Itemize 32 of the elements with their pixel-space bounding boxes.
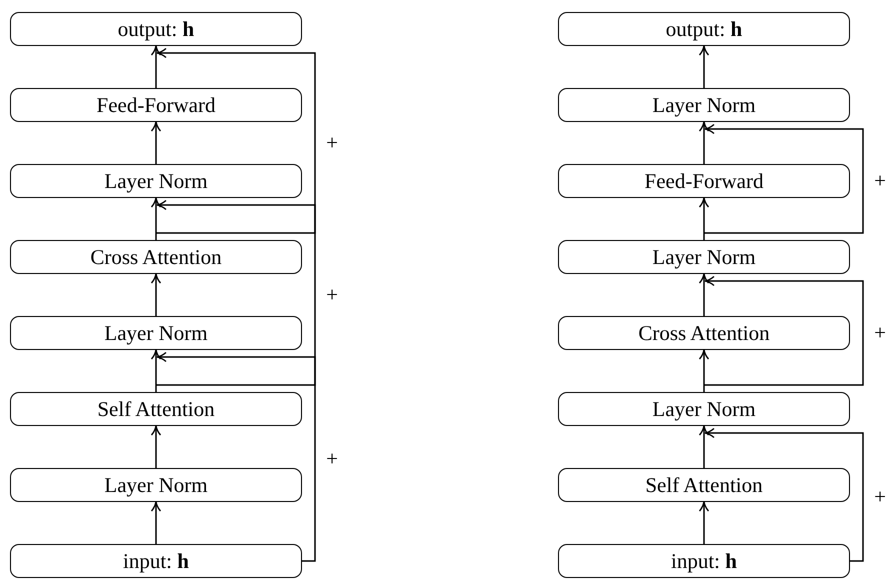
box-label: Cross Attention (638, 320, 770, 346)
process-box (558, 316, 850, 350)
process-box (10, 468, 302, 502)
box-label: Layer Norm (652, 244, 756, 270)
process-box (10, 164, 302, 198)
box-label: input: h (123, 548, 189, 574)
box-label: Feed-Forward (96, 92, 216, 118)
box-label: Feed-Forward (644, 168, 764, 194)
process-box (10, 12, 302, 46)
process-box (558, 240, 850, 274)
process-box (558, 468, 850, 502)
box-label: Layer Norm (104, 472, 208, 498)
process-box (10, 88, 302, 122)
process-box (558, 544, 850, 578)
box-label: Layer Norm (104, 320, 208, 346)
box-label: Self Attention (97, 396, 215, 422)
process-box (558, 392, 850, 426)
box-label: Layer Norm (652, 92, 756, 118)
box-label: Layer Norm (652, 396, 756, 422)
box-label: output: h (118, 16, 194, 42)
process-box (10, 316, 302, 350)
process-box (10, 544, 302, 578)
process-box (558, 164, 850, 198)
process-box (558, 88, 850, 122)
box-label: input: h (671, 548, 737, 574)
box-label: Layer Norm (104, 168, 208, 194)
process-box (10, 240, 302, 274)
box-label: output: h (666, 16, 742, 42)
box-label: Self Attention (645, 472, 763, 498)
process-box (558, 12, 850, 46)
process-box (10, 392, 302, 426)
box-label: Cross Attention (90, 244, 222, 270)
